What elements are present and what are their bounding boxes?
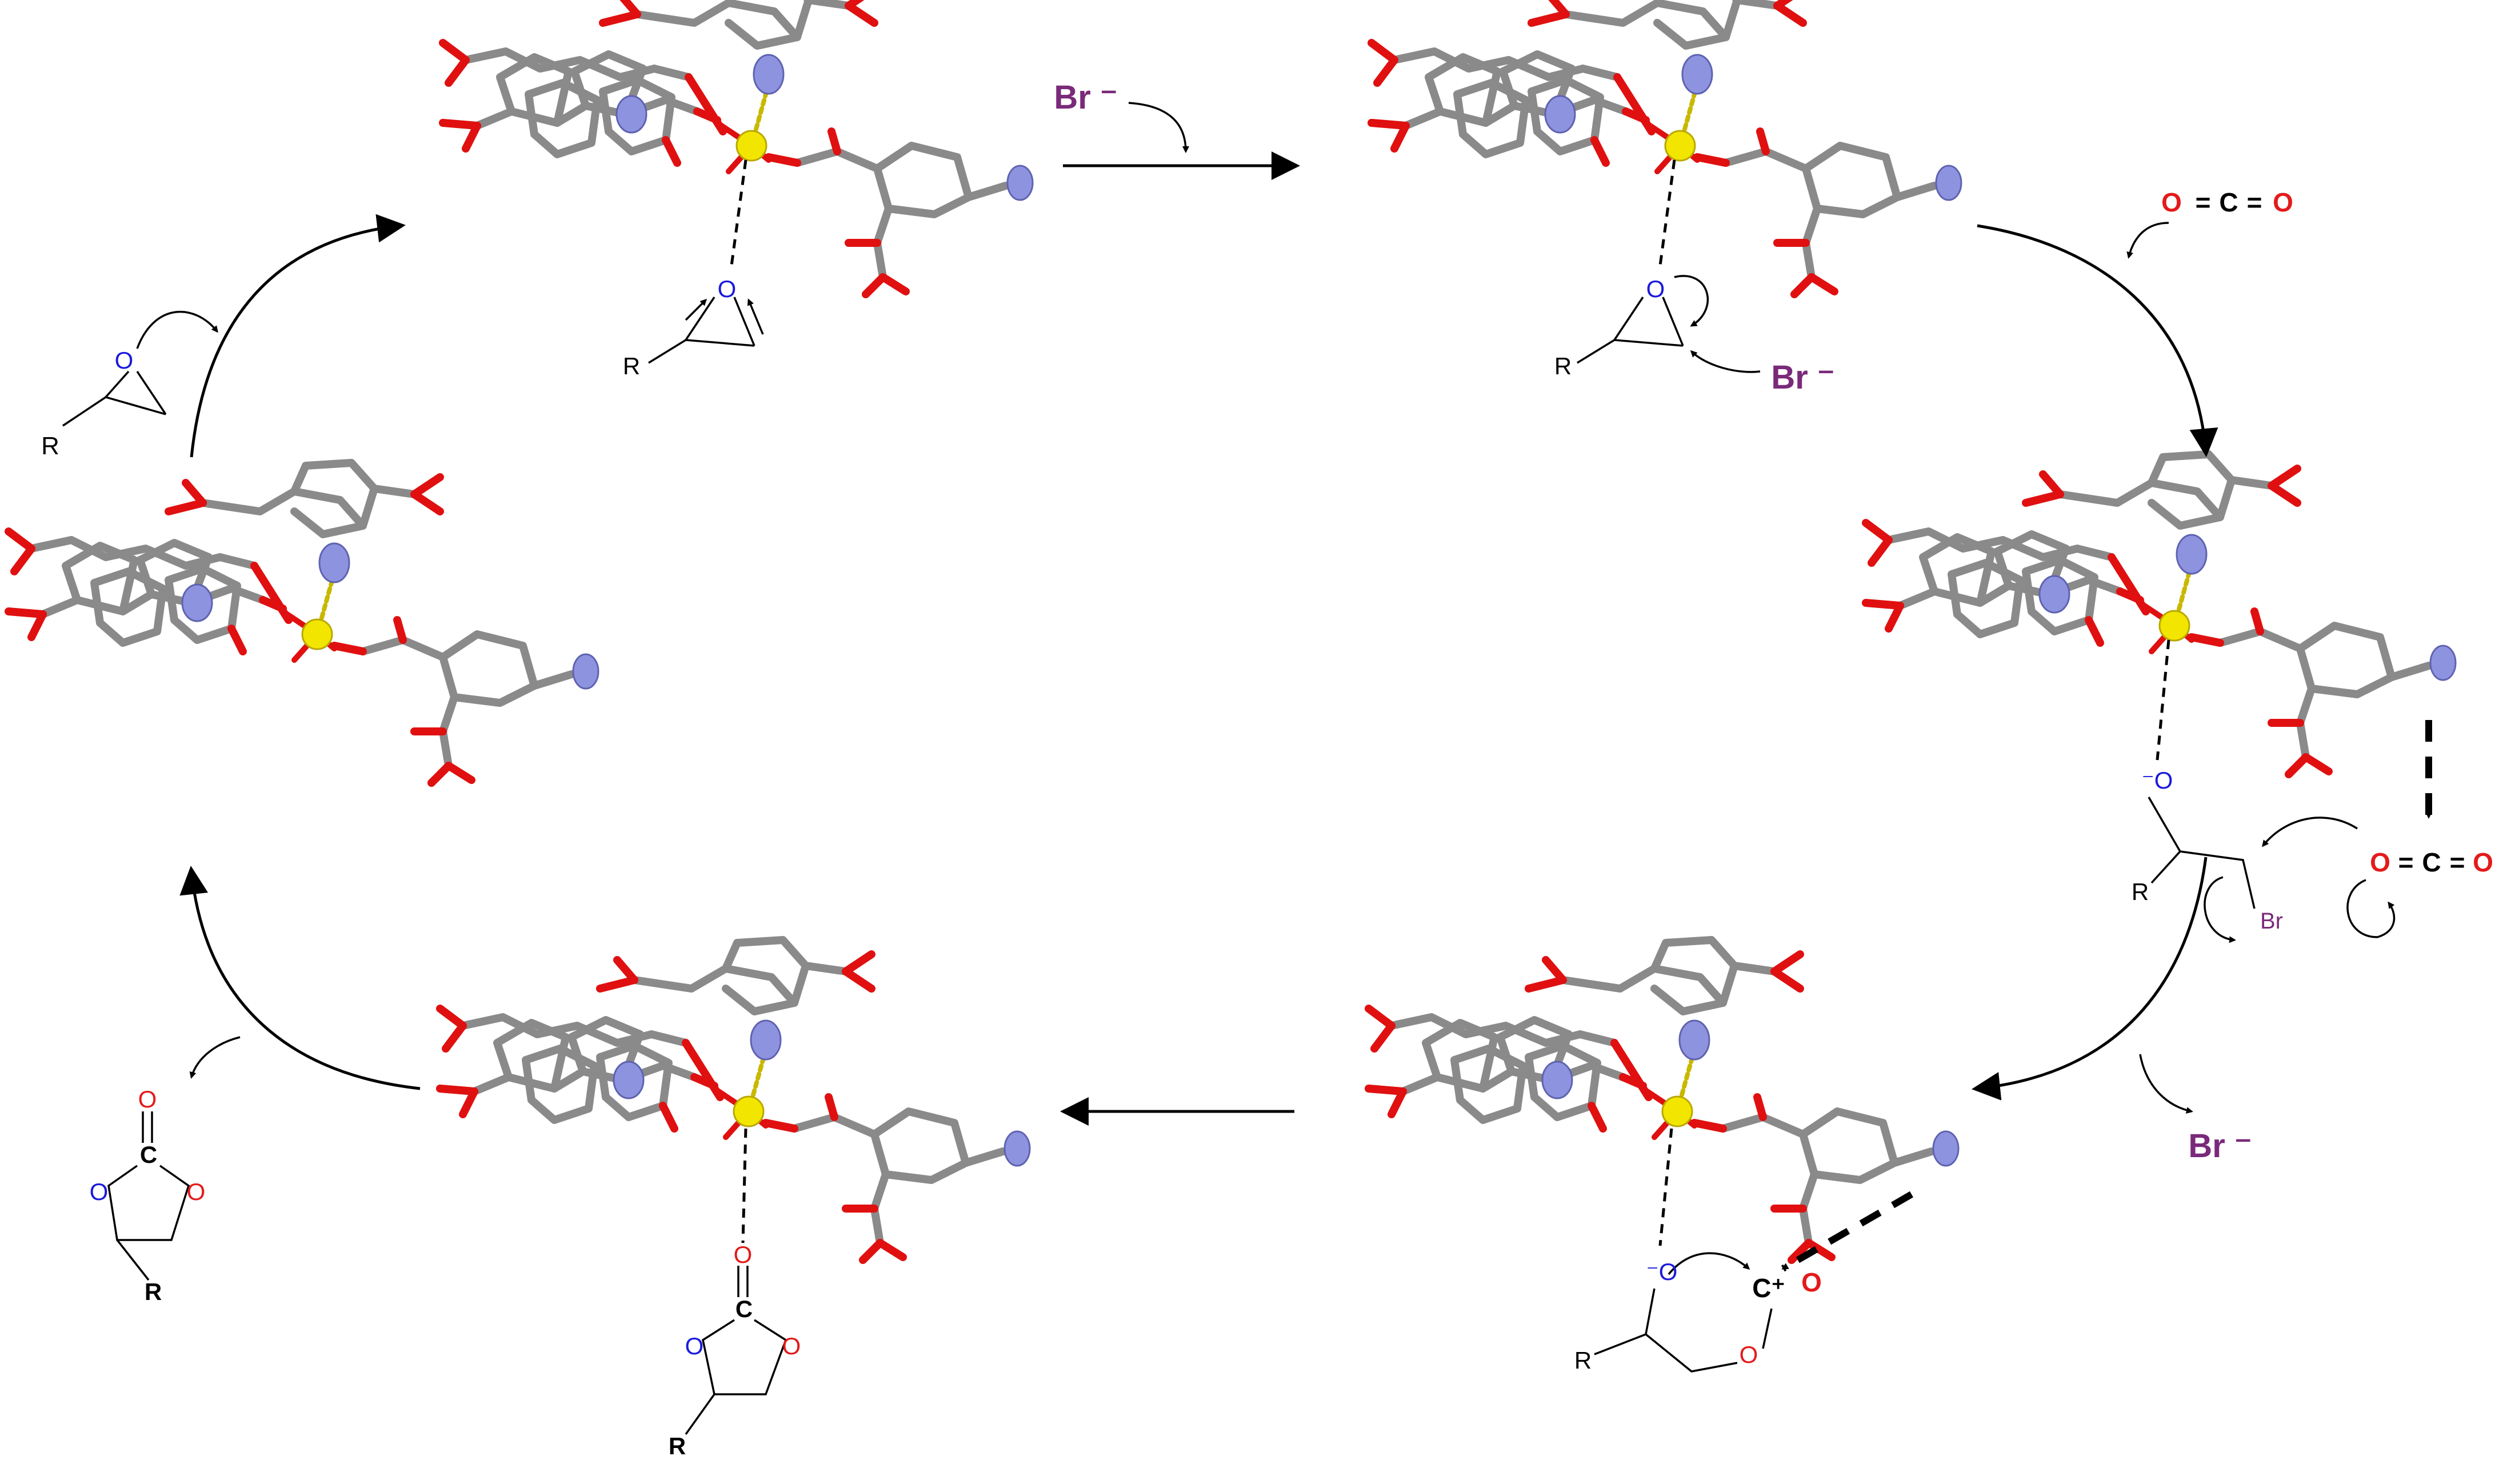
epoxide-r-label: R [41, 432, 59, 460]
bromide-label-attack: Br ⁻ [1771, 359, 1834, 396]
zn-alkoxide-dashed-bond [2156, 639, 2170, 761]
coordinated-epoxide-oxygen: O [718, 275, 737, 302]
svg-text:C: C [2219, 187, 2238, 217]
svg-text:=: = [2196, 187, 2211, 217]
epoxide-reactant [62, 370, 167, 427]
cycle-arrow-left-up [190, 214, 406, 458]
epoxide-ring-opening [1577, 275, 1761, 373]
catalyst-fragment-left [9, 463, 598, 783]
coordinated-epoxide-r: R [623, 353, 640, 379]
svg-text:O: O [2161, 187, 2182, 217]
cycle-arrow-left-lower [179, 866, 421, 1090]
alkoxide-oxygen: ⁻O [2142, 767, 2173, 794]
zn-carbonate-dashed-bond [741, 1128, 747, 1243]
product-carbonyl-o: O [138, 1086, 157, 1113]
co2-reagent: O = C = O [2161, 187, 2293, 217]
svg-text:O: O [2473, 847, 2493, 877]
zn-o-dashed-bond-2 [1658, 159, 1676, 266]
product-r: R [145, 1278, 162, 1305]
activated-co2: O = C = O [2370, 847, 2493, 877]
cyclic-carbonate-product [107, 1111, 190, 1281]
svg-text:=: = [2398, 847, 2414, 877]
epoxide-oxygen-label: O [115, 347, 134, 374]
svg-text:O: O [2370, 847, 2390, 877]
svg-text:C: C [2422, 847, 2441, 877]
alkoxide-oxygen-2: ⁻O [1646, 1258, 1678, 1285]
epoxide-r-top-right: R [1554, 353, 1572, 379]
carbonate-ring-o-right: O [782, 1333, 801, 1359]
epoxide-approach-arrow [136, 310, 218, 349]
bromide-label-top: Br ⁻ [1054, 79, 1117, 116]
cycle-arrow-right-down [1977, 224, 2218, 457]
product-ring-o-right: O [187, 1178, 206, 1205]
coordinated-carbonate [685, 1266, 787, 1435]
carbonate-release-arrow [189, 1036, 241, 1079]
ring-oxygen-label: O [1740, 1341, 1758, 1368]
svg-text:=: = [2247, 187, 2262, 217]
epoxide-oxygen-top-right: O [1646, 275, 1665, 302]
coordinated-epoxide [648, 297, 764, 364]
carbonate-ring-o-left: O [685, 1333, 704, 1359]
catalyst-fragment-bottom-left [440, 940, 1030, 1260]
carbonate-carbonyl-o: O [734, 1241, 753, 1268]
carbonate-carbon: C [735, 1295, 753, 1322]
bromo-alkoxide [2148, 797, 2396, 943]
cycle-arrow-right-lower [1972, 857, 2208, 1101]
bromide-label-released: Br ⁻ [2188, 1127, 2252, 1165]
svg-text:O: O [2273, 187, 2293, 217]
product-ring-o-left: O [90, 1178, 109, 1205]
svg-text:=: = [2450, 847, 2465, 877]
carbocation-label: C⁺ [1752, 1273, 1785, 1303]
bromide-out-arrow [2139, 1054, 2193, 1114]
carbonyl-oxygen-label: O [1801, 1267, 1822, 1297]
ring-closure-intermediate [1594, 1252, 1773, 1373]
alkoxide-r: R [2132, 878, 2149, 905]
amine-carbonyl-interaction [1781, 1191, 1914, 1272]
zn-alkoxide-dashed-bond-2 [1658, 1128, 1673, 1246]
carbonate-r: R [669, 1433, 686, 1459]
zn-o-dashed-bond [730, 159, 747, 266]
product-carbon: C [140, 1141, 157, 1168]
catalyst-fragment-top-right [1372, 0, 1961, 294]
ring-r-label: R [1574, 1347, 1592, 1374]
catalyst-fragment-top-left [443, 0, 1033, 294]
co2-in-arrow [2126, 222, 2169, 259]
bromide-in-arrow [1128, 102, 1189, 153]
alkyl-bromide-label: Br [2260, 909, 2283, 934]
